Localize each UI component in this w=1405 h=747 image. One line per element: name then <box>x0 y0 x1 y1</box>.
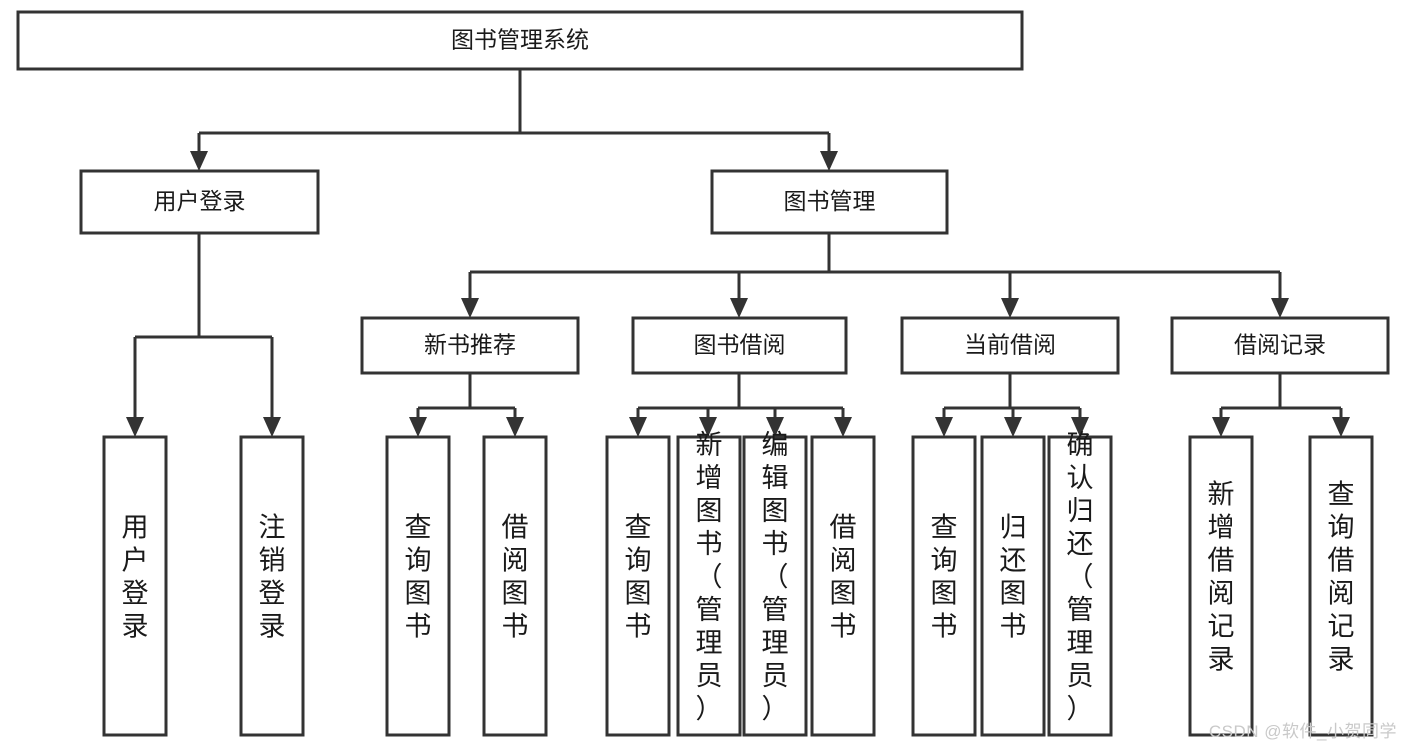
arrow-head-icon <box>766 417 784 437</box>
node-borrow-record[interactable]: 借阅记录 <box>1170 316 1390 375</box>
connector-c-recommend-split <box>409 373 524 437</box>
node-box-leaf-edit-book-admin[interactable] <box>742 435 808 737</box>
arrow-head-icon <box>935 417 953 437</box>
node-box-current-borrow[interactable] <box>900 316 1120 375</box>
connector-c-root-split <box>190 69 838 171</box>
node-box-leaf-user-login[interactable] <box>102 435 168 737</box>
node-box-leaf-add-borrow-record[interactable] <box>1188 435 1254 737</box>
arrow-head-icon <box>461 298 479 318</box>
node-current-borrow[interactable]: 当前借阅 <box>900 316 1120 375</box>
node-label-current-borrow: 当前借阅 <box>964 332 1056 358</box>
node-leaf-return-book[interactable]: 归还图书 <box>980 435 1046 737</box>
node-label-leaf-edit-book-admin: 编辑图书（管理员） <box>762 430 789 724</box>
arrow-head-icon <box>126 417 144 437</box>
arrow-head-icon <box>1071 417 1089 437</box>
node-label-leaf-query-book-borrow: 查询图书 <box>625 513 652 642</box>
node-box-leaf-logout-login[interactable] <box>239 435 305 737</box>
node-leaf-query-book-recommend[interactable]: 查询图书 <box>385 435 451 737</box>
node-root[interactable]: 图书管理系统 <box>16 10 1024 71</box>
node-leaf-add-borrow-record[interactable]: 新增借阅记录 <box>1188 435 1254 737</box>
node-label-user-login: 用户登录 <box>154 188 246 214</box>
node-box-root[interactable] <box>16 10 1024 71</box>
arrow-head-icon <box>190 151 208 171</box>
arrow-head-icon <box>263 417 281 437</box>
watermark-label: CSDN @软件_小贺同学 <box>1208 722 1397 741</box>
node-box-leaf-borrow-book-recommend[interactable] <box>482 435 548 737</box>
node-box-leaf-confirm-return-admin[interactable] <box>1047 435 1113 737</box>
arrow-head-icon <box>506 417 524 437</box>
node-leaf-query-book-borrow[interactable]: 查询图书 <box>605 435 671 737</box>
node-user-login[interactable]: 用户登录 <box>79 169 320 235</box>
node-label-book-borrow: 图书借阅 <box>694 332 786 358</box>
arrow-head-icon <box>1212 417 1230 437</box>
connector-c-bookmgmt-split <box>461 233 1289 318</box>
connector-c-borrow-split <box>629 373 852 437</box>
node-label-leaf-add-borrow-record: 新增借阅记录 <box>1208 480 1235 675</box>
arrow-head-icon <box>820 151 838 171</box>
node-new-book-recommend[interactable]: 新书推荐 <box>360 316 580 375</box>
node-label-leaf-query-borrow-record: 查询借阅记录 <box>1328 480 1355 675</box>
node-label-leaf-return-book: 归还图书 <box>1000 513 1027 642</box>
node-box-new-book-recommend[interactable] <box>360 316 580 375</box>
node-label-leaf-query-book-recommend: 查询图书 <box>405 513 432 642</box>
connector-c-userlogin-split <box>126 233 281 437</box>
arrow-head-icon <box>1001 298 1019 318</box>
node-label-leaf-borrow-book: 借阅图书 <box>830 513 857 642</box>
node-box-book-borrow[interactable] <box>631 316 848 375</box>
node-box-leaf-query-book-current[interactable] <box>911 435 977 737</box>
node-label-leaf-add-book-admin: 新增图书（管理员） <box>696 430 723 724</box>
node-box-leaf-add-book-admin[interactable] <box>676 435 742 737</box>
node-leaf-edit-book-admin[interactable]: 编辑图书（管理员） <box>742 430 808 737</box>
node-box-leaf-return-book[interactable] <box>980 435 1046 737</box>
arrow-head-icon <box>834 417 852 437</box>
node-box-user-login[interactable] <box>79 169 320 235</box>
arrow-head-icon <box>1004 417 1022 437</box>
node-label-leaf-user-login: 用户登录 <box>122 513 149 642</box>
node-box-book-management[interactable] <box>710 169 949 235</box>
node-label-leaf-query-book-current: 查询图书 <box>931 513 958 642</box>
node-label-borrow-record: 借阅记录 <box>1234 332 1326 358</box>
node-leaf-query-book-current[interactable]: 查询图书 <box>911 435 977 737</box>
connector-c-record-split <box>1212 373 1350 437</box>
arrow-head-icon <box>699 417 717 437</box>
node-leaf-user-login[interactable]: 用户登录 <box>102 435 168 737</box>
arrow-head-icon <box>629 417 647 437</box>
node-label-root: 图书管理系统 <box>451 27 589 53</box>
node-label-book-management: 图书管理 <box>784 188 876 214</box>
arrow-head-icon <box>409 417 427 437</box>
arrow-head-icon <box>730 298 748 318</box>
node-label-new-book-recommend: 新书推荐 <box>424 332 516 358</box>
node-box-leaf-query-book-recommend[interactable] <box>385 435 451 737</box>
node-book-borrow[interactable]: 图书借阅 <box>631 316 848 375</box>
arrow-head-icon <box>1271 298 1289 318</box>
node-leaf-add-book-admin[interactable]: 新增图书（管理员） <box>676 430 742 737</box>
node-leaf-confirm-return-admin[interactable]: 确认归还（管理员） <box>1047 430 1113 737</box>
node-box-leaf-query-borrow-record[interactable] <box>1308 435 1374 737</box>
arrow-head-icon <box>1332 417 1350 437</box>
node-leaf-query-borrow-record[interactable]: 查询借阅记录 <box>1308 435 1374 737</box>
node-label-leaf-confirm-return-admin: 确认归还（管理员） <box>1067 430 1094 724</box>
connector-c-current-split <box>935 373 1089 437</box>
node-box-borrow-record[interactable] <box>1170 316 1390 375</box>
node-leaf-borrow-book-recommend[interactable]: 借阅图书 <box>482 435 548 737</box>
node-label-leaf-logout-login: 注销登录 <box>259 513 286 642</box>
node-label-leaf-borrow-book-recommend: 借阅图书 <box>502 513 529 642</box>
node-box-leaf-query-book-borrow[interactable] <box>605 435 671 737</box>
node-box-leaf-borrow-book[interactable] <box>810 435 876 737</box>
node-leaf-borrow-book[interactable]: 借阅图书 <box>810 435 876 737</box>
node-book-management[interactable]: 图书管理 <box>710 169 949 235</box>
node-leaf-logout-login[interactable]: 注销登录 <box>239 435 305 737</box>
